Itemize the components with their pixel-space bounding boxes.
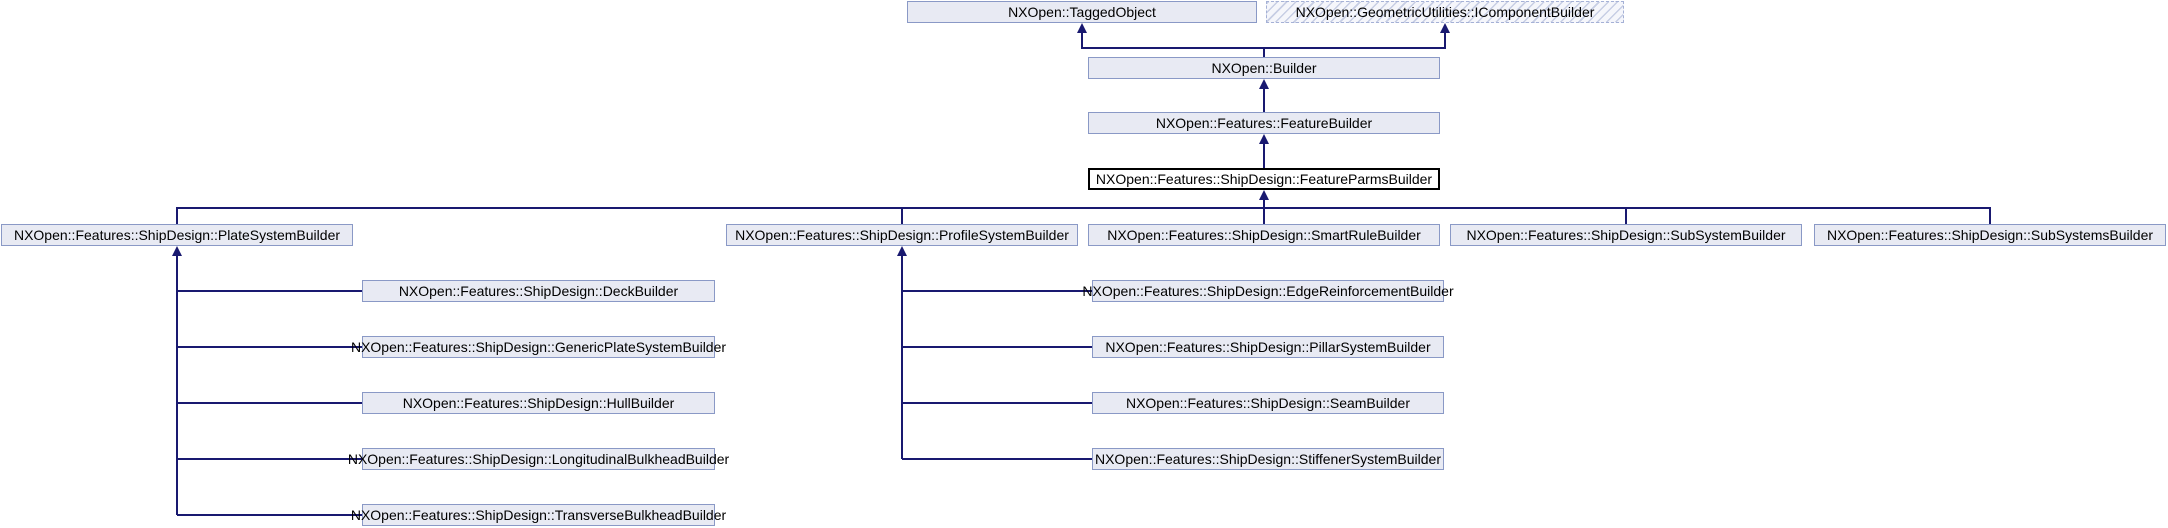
class-label: NXOpen::Features::ShipDesign::SubSystems… (1826, 227, 2154, 243)
class-label: NXOpen::Features::ShipDesign::Transverse… (350, 507, 727, 523)
node-profile-system-builder[interactable]: NXOpen::Features::ShipDesign::ProfileSys… (726, 224, 1078, 246)
node-stiffener-system-builder[interactable]: NXOpen::Features::ShipDesign::StiffenerS… (1092, 448, 1444, 470)
arrowhead-to-profile-system-builder (897, 246, 907, 256)
class-label: NXOpen::Features::ShipDesign::PlateSyste… (13, 227, 341, 243)
node-feature-parms-builder-current: NXOpen::Features::ShipDesign::FeaturePar… (1088, 168, 1440, 190)
node-deck-builder[interactable]: NXOpen::Features::ShipDesign::DeckBuilde… (362, 280, 715, 302)
arrowhead-to-plate-system-builder (172, 246, 182, 256)
edge-plate-system-children (176, 256, 362, 516)
node-feature-builder[interactable]: NXOpen::Features::FeatureBuilder (1088, 112, 1440, 134)
class-label: NXOpen::Features::ShipDesign::GenericPla… (350, 339, 727, 355)
node-plate-system-builder[interactable]: NXOpen::Features::ShipDesign::PlateSyste… (1, 224, 353, 246)
node-sub-system-builder[interactable]: NXOpen::Features::ShipDesign::SubSystemB… (1450, 224, 1802, 246)
class-label: NXOpen::Features::ShipDesign::Longitudin… (347, 451, 730, 467)
arrowhead-to-icomponent-builder (1440, 23, 1450, 33)
node-smart-rule-builder[interactable]: NXOpen::Features::ShipDesign::SmartRuleB… (1088, 224, 1440, 246)
node-edge-reinforcement-builder[interactable]: NXOpen::Features::ShipDesign::EdgeReinfo… (1082, 280, 1454, 302)
arrowhead-to-feature-parms-builder (1259, 190, 1269, 200)
class-label: NXOpen::Features::ShipDesign::SmartRuleB… (1107, 227, 1421, 243)
edge-profile-system-children (901, 256, 1092, 460)
node-longitudinal-bulkhead-builder[interactable]: NXOpen::Features::ShipDesign::Longitudin… (348, 448, 729, 470)
node-builder[interactable]: NXOpen::Builder (1088, 57, 1440, 79)
class-label: NXOpen::Features::ShipDesign::ProfileSys… (735, 227, 1069, 243)
node-pillar-system-builder[interactable]: NXOpen::Features::ShipDesign::PillarSyst… (1092, 336, 1444, 358)
class-label: NXOpen::Features::ShipDesign::PillarSyst… (1105, 339, 1431, 355)
class-label: NXOpen::Builder (1211, 60, 1317, 76)
node-hull-builder[interactable]: NXOpen::Features::ShipDesign::HullBuilde… (362, 392, 715, 414)
class-label: NXOpen::Features::ShipDesign::SubSystemB… (1466, 227, 1786, 243)
class-label: NXOpen::Features::FeatureBuilder (1155, 115, 1373, 131)
class-label: NXOpen::Features::ShipDesign::StiffenerS… (1094, 451, 1442, 467)
class-label: NXOpen::TaggedObject (1008, 4, 1156, 20)
class-label: NXOpen::Features::ShipDesign::HullBuilde… (402, 395, 675, 411)
arrowhead-to-builder (1259, 79, 1269, 89)
node-transverse-bulkhead-builder[interactable]: NXOpen::Features::ShipDesign::Transverse… (351, 504, 726, 526)
class-label: NXOpen::Features::ShipDesign::EdgeReinfo… (1082, 283, 1454, 299)
class-label: NXOpen::Features::ShipDesign::DeckBuilde… (398, 283, 679, 299)
edge-builder-parents (1081, 33, 1446, 57)
edge-feature-parms-children-bus (176, 200, 1991, 224)
class-label: NXOpen::Features::ShipDesign::FeaturePar… (1095, 171, 1433, 187)
node-icomponent-builder: NXOpen::GeometricUtilities::IComponentBu… (1266, 1, 1624, 23)
node-seam-builder[interactable]: NXOpen::Features::ShipDesign::SeamBuilde… (1092, 392, 1444, 414)
class-label: NXOpen::Features::ShipDesign::SeamBuilde… (1125, 395, 1411, 411)
arrowhead-to-feature-builder (1259, 134, 1269, 144)
node-tagged-object[interactable]: NXOpen::TaggedObject (907, 1, 1257, 23)
node-sub-systems-builder[interactable]: NXOpen::Features::ShipDesign::SubSystems… (1814, 224, 2166, 246)
node-generic-plate-system-builder[interactable]: NXOpen::Features::ShipDesign::GenericPla… (351, 336, 726, 358)
class-label: NXOpen::GeometricUtilities::IComponentBu… (1295, 4, 1595, 20)
arrowhead-to-tagged-object (1077, 23, 1087, 33)
